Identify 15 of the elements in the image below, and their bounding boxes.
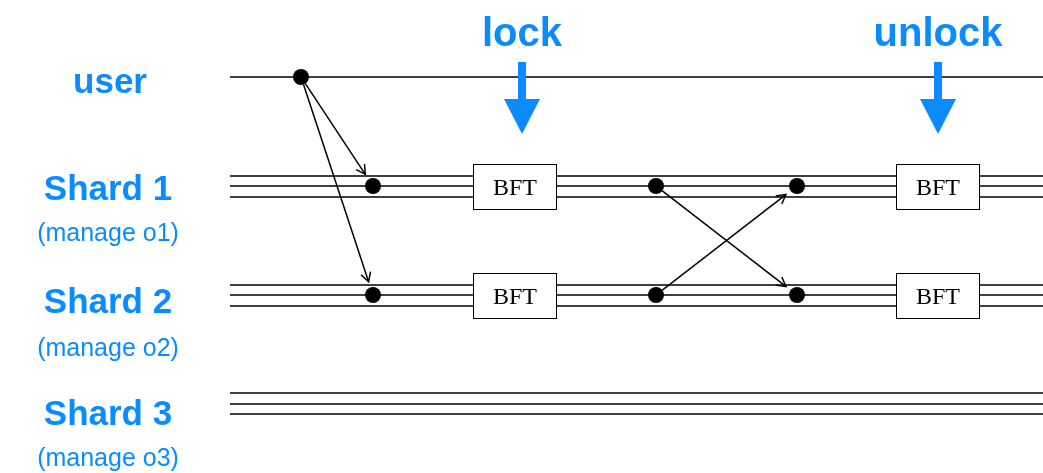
arrow bbox=[302, 83, 372, 283]
bft-box: BFT bbox=[473, 273, 557, 319]
lane-label: lock bbox=[481, 12, 562, 52]
lane-subtitle: (manage o1) bbox=[37, 219, 179, 245]
arrow bbox=[304, 82, 367, 176]
lane-label: unlock bbox=[873, 12, 1003, 52]
bft-box: BFT bbox=[896, 273, 980, 319]
lane-subtitle: (manage o3) bbox=[37, 444, 179, 470]
lane-label: Shard 2 bbox=[43, 282, 173, 318]
lane-label: user bbox=[73, 62, 147, 98]
lane-label: Shard 1 bbox=[43, 169, 173, 205]
lane-subtitle: (manage o2) bbox=[37, 334, 179, 360]
lane-label: Shard 3 bbox=[43, 394, 173, 430]
bft-box: BFT bbox=[473, 164, 557, 210]
bft-box: BFT bbox=[896, 164, 980, 210]
